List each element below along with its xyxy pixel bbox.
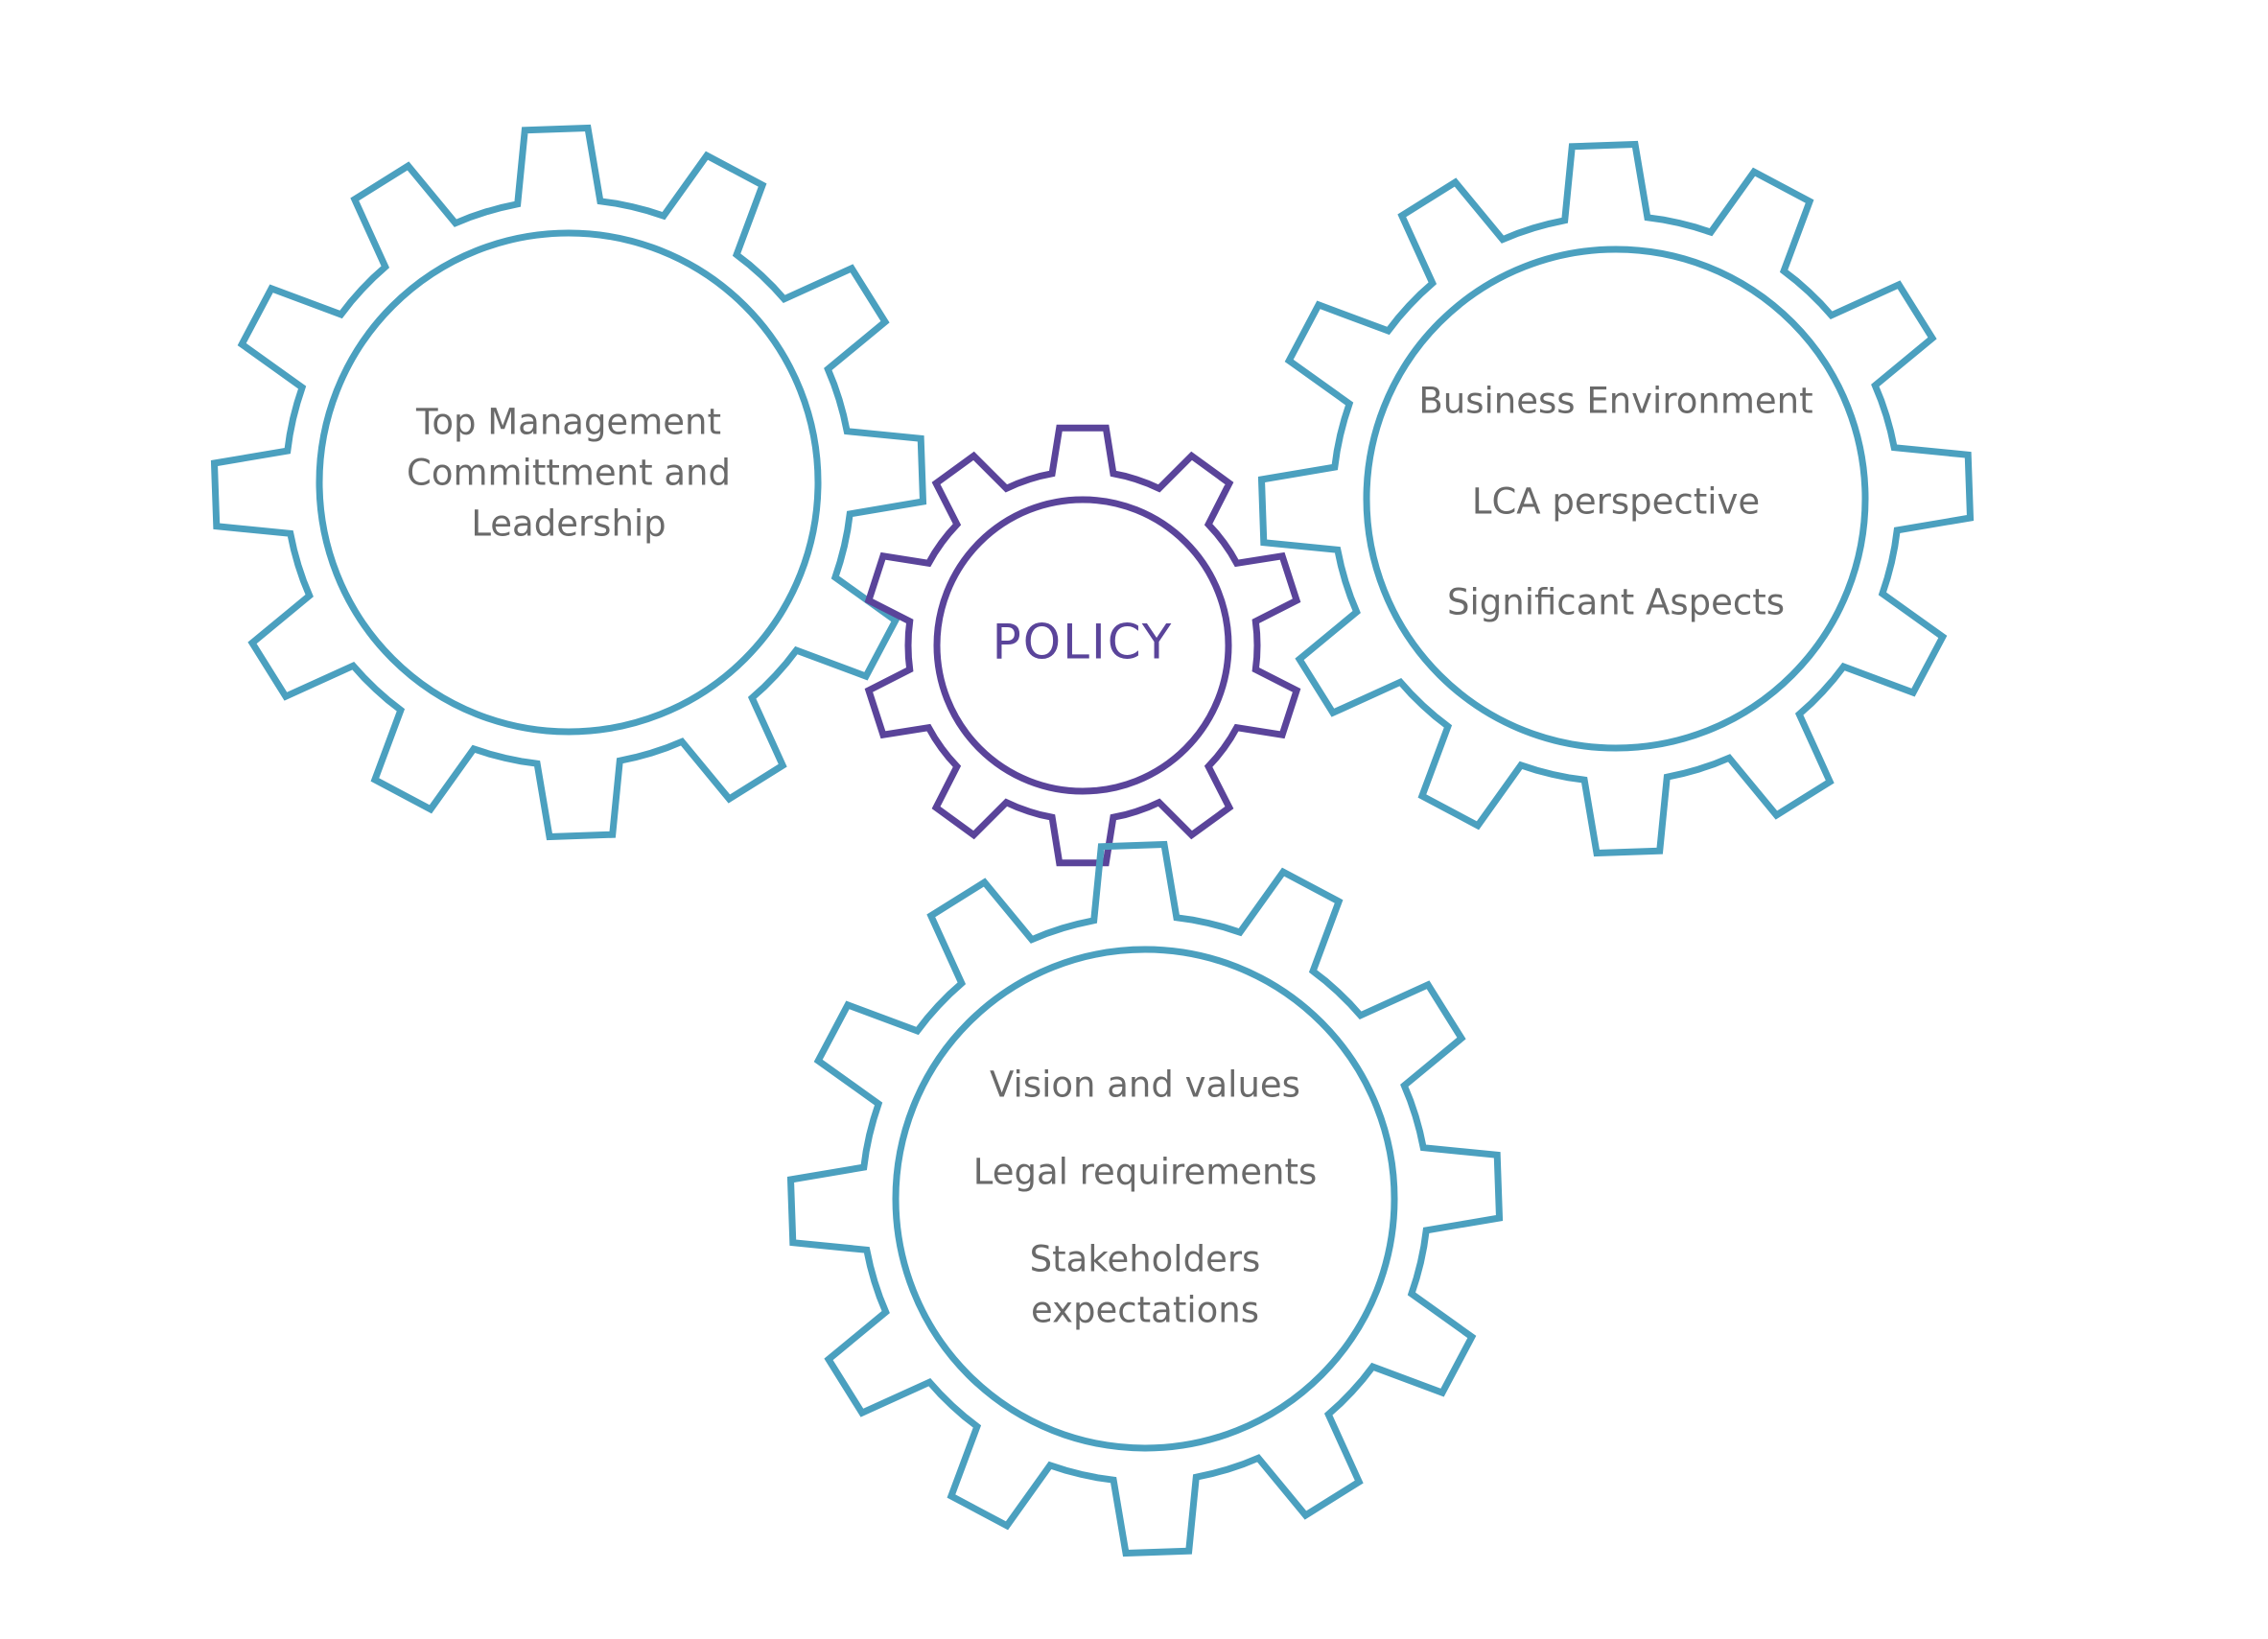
gear-left-teeth xyxy=(210,124,927,841)
gear-right-item-2: LCA perspective xyxy=(1472,481,1760,523)
gear-right: Business Environment LCA perspective Sig… xyxy=(1257,140,1975,857)
gear-center-inner-ring xyxy=(933,496,1232,795)
gear-center-teeth xyxy=(864,424,1301,867)
gear-bottom-item-3: Stakeholders xyxy=(1030,1239,1261,1280)
gear-right-inner-ring xyxy=(1363,246,1869,752)
gear-left-line-2: Committment and xyxy=(407,453,731,494)
gear-right-item-3: Significant Aspects xyxy=(1447,582,1785,623)
gear-bottom-item-4: expectations xyxy=(1031,1290,1259,1331)
policy-label: POLICY xyxy=(993,615,1174,670)
gear-right-teeth xyxy=(1257,140,1975,857)
gear-bottom-inner-ring xyxy=(892,946,1398,1452)
gear-left: Top Management Committment and Leadershi… xyxy=(210,124,927,841)
gear-left-inner-ring xyxy=(316,229,822,736)
gear-bottom: Vision and values Legal requirements Sta… xyxy=(786,840,1504,1557)
gear-left-line-3: Leadership xyxy=(471,503,666,545)
gear-bottom-teeth xyxy=(786,840,1504,1557)
gear-bottom-item-1: Vision and values xyxy=(990,1065,1300,1106)
gear-center-policy: POLICY xyxy=(864,424,1301,867)
gear-bottom-item-2: Legal requirements xyxy=(973,1152,1318,1193)
gear-right-item-1: Business Environment xyxy=(1418,381,1812,422)
gear-left-line-1: Top Management xyxy=(415,402,721,443)
